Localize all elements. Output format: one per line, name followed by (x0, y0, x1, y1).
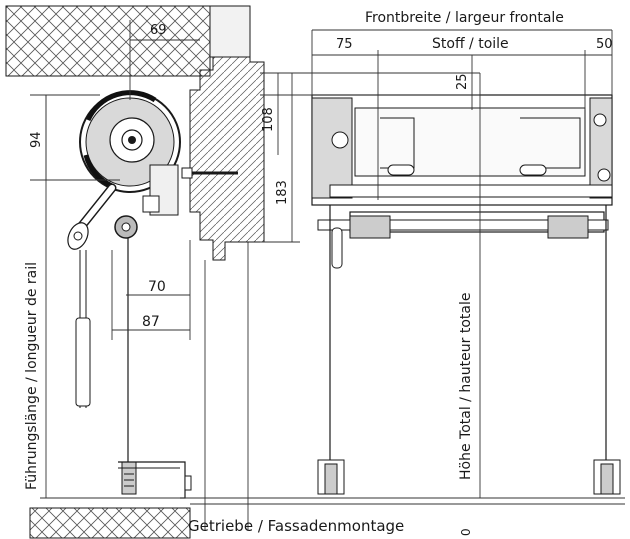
ceiling-block (5, 5, 211, 77)
labels: Frontbreite / largeur frontale Stoff / t… (24, 10, 613, 536)
front-width-label: Frontbreite / largeur frontale (365, 10, 564, 26)
dim-50: 50 (596, 37, 613, 52)
dim-108: 108 (261, 107, 276, 132)
dim-94: 94 (29, 131, 44, 148)
wall-section (189, 5, 265, 530)
total-height-label: Höhe Total / hauteur totale (458, 293, 474, 480)
dim-0: 0 (459, 528, 473, 536)
fabric-label: Stoff / toile (432, 36, 509, 52)
dimension-lines (30, 20, 625, 505)
side-view-mechanism (67, 90, 238, 499)
dim-183: 183 (275, 180, 290, 205)
guide-length-label: Führungslänge / longueur de rail (24, 262, 40, 490)
floor-block (29, 507, 191, 539)
dim-25: 25 (455, 73, 470, 90)
gear-facade-label: Getriebe / Fassadenmontage (188, 517, 404, 535)
dim-75: 75 (336, 37, 353, 52)
dim-70: 70 (148, 279, 166, 295)
front-view-mechanism (311, 94, 621, 495)
dim-87: 87 (142, 314, 160, 330)
dim-69: 69 (150, 23, 167, 38)
